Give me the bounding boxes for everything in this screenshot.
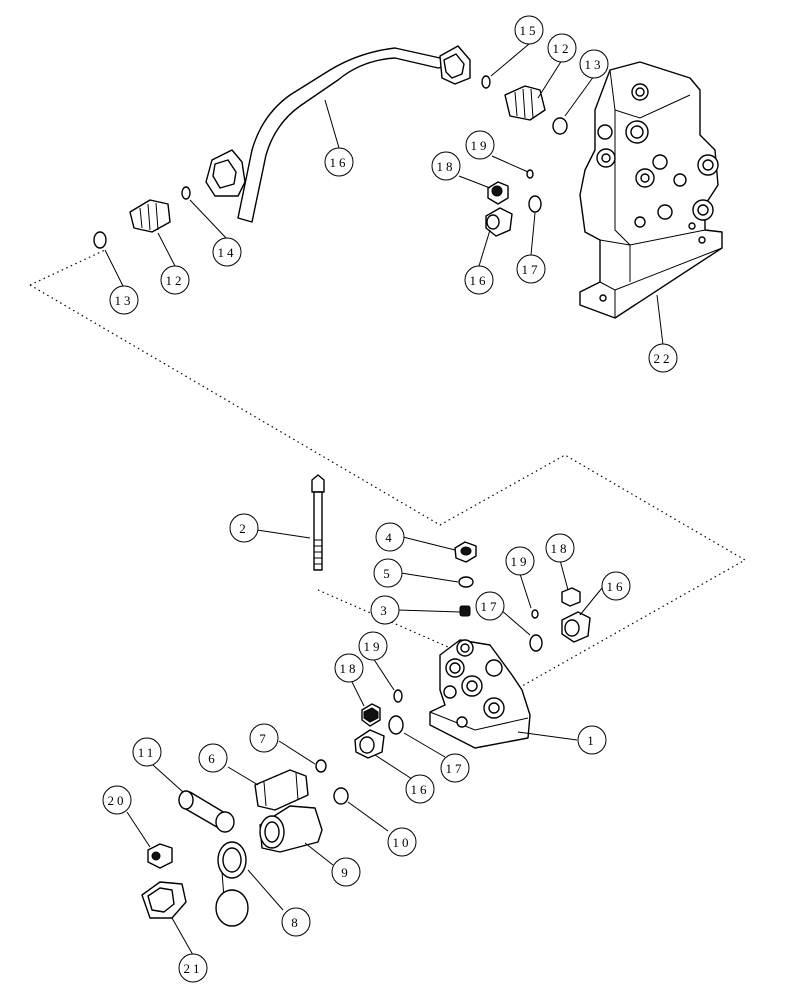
callout-3: 3 xyxy=(370,595,400,625)
svg-text:17: 17 xyxy=(522,262,541,277)
callout-17: 17 xyxy=(475,591,505,621)
callout-19: 19 xyxy=(465,130,495,160)
svg-text:15: 15 xyxy=(520,23,539,38)
svg-text:16: 16 xyxy=(411,782,430,797)
svg-text:18: 18 xyxy=(340,661,359,676)
svg-text:17: 17 xyxy=(446,761,465,776)
oring-10 xyxy=(333,787,349,805)
svg-text:8: 8 xyxy=(291,915,301,930)
plug-18-mid xyxy=(561,587,581,607)
oring-7 xyxy=(315,759,327,773)
bolt-part xyxy=(311,474,325,571)
svg-text:9: 9 xyxy=(341,865,351,880)
callout-12: 12 xyxy=(160,265,190,295)
svg-text:19: 19 xyxy=(364,639,383,654)
callout-18: 18 xyxy=(334,653,364,683)
svg-text:11: 11 xyxy=(138,745,157,760)
callout-13: 13 xyxy=(579,49,609,79)
assembly-guide-lines xyxy=(29,249,747,691)
svg-text:3: 3 xyxy=(380,603,390,618)
oring-13-right xyxy=(552,117,568,135)
svg-text:5: 5 xyxy=(383,566,393,581)
svg-text:7: 7 xyxy=(259,731,269,746)
oring-14-left xyxy=(181,186,191,200)
callout-10: 10 xyxy=(387,827,417,857)
svg-text:4: 4 xyxy=(385,530,395,545)
oring-14-right xyxy=(481,75,491,89)
callout-21: 21 xyxy=(178,953,208,983)
oring-17-low xyxy=(388,715,404,735)
fitting-6 xyxy=(254,769,309,811)
svg-text:13: 13 xyxy=(115,293,134,308)
callout-2: 2 xyxy=(229,513,259,543)
svg-text:16: 16 xyxy=(607,579,626,594)
svg-text:19: 19 xyxy=(511,554,530,569)
svg-text:13: 13 xyxy=(585,57,604,72)
svg-text:12: 12 xyxy=(166,273,185,288)
svg-text:17: 17 xyxy=(481,599,500,614)
callout-15: 16 xyxy=(324,147,354,177)
svg-text:1: 1 xyxy=(587,733,597,748)
tube-assembly-part xyxy=(205,45,471,223)
callouts: 15 12 13 16 19 18 14 12 13 17 16 22 2 4 … xyxy=(102,15,678,983)
callout-14: 14 xyxy=(212,237,242,267)
callout-12: 12 xyxy=(547,33,577,63)
callout-4: 4 xyxy=(375,522,405,552)
svg-text:2: 2 xyxy=(239,521,249,536)
callout-11: 11 xyxy=(132,737,162,767)
upper-fittings xyxy=(93,75,568,249)
callout-16: 16 xyxy=(405,774,435,804)
svg-text:16: 16 xyxy=(470,273,489,288)
svg-text:16: 16 xyxy=(330,155,349,170)
insert-3 xyxy=(459,605,471,617)
callout-17: 17 xyxy=(516,254,546,284)
valve-section-part xyxy=(579,61,723,319)
callout-22: 22 xyxy=(648,343,678,373)
callout-1: 1 xyxy=(577,725,607,755)
callout-19: 19 xyxy=(358,631,388,661)
leader-lines xyxy=(104,43,664,956)
callout-18: 18 xyxy=(545,533,575,563)
callout-16: 16 xyxy=(464,265,494,295)
callout-16: 16 xyxy=(601,571,631,601)
callout-5: 5 xyxy=(373,558,403,588)
mounting-body-part xyxy=(429,639,531,749)
oring-5 xyxy=(458,576,474,588)
svg-text:10: 10 xyxy=(393,835,412,850)
callout-18: 18 xyxy=(431,151,461,181)
callout-17: 17 xyxy=(440,753,470,783)
lower-fittings xyxy=(141,541,591,927)
oring-13-left xyxy=(93,231,107,249)
oring-17-upper xyxy=(528,195,542,213)
callout-13: 13 xyxy=(109,285,139,315)
callout-9: 9 xyxy=(331,857,361,887)
callout-8: 8 xyxy=(281,907,311,937)
svg-text:18: 18 xyxy=(551,541,570,556)
svg-text:22: 22 xyxy=(654,351,673,366)
callout-19: 19 xyxy=(505,546,535,576)
callout-14: 15 xyxy=(514,15,544,45)
callout-6: 6 xyxy=(198,743,228,773)
svg-text:19: 19 xyxy=(471,138,490,153)
oring-19-mid xyxy=(531,609,539,619)
svg-text:21: 21 xyxy=(184,961,203,976)
callout-7: 7 xyxy=(249,723,279,753)
svg-text:6: 6 xyxy=(208,751,218,766)
oring-19-low xyxy=(393,689,403,703)
svg-text:18: 18 xyxy=(437,159,456,174)
oring-19-upper xyxy=(526,169,534,179)
oring-17-mid xyxy=(529,634,543,652)
svg-text:14: 14 xyxy=(218,245,237,260)
callout-20: 20 xyxy=(102,785,132,815)
svg-text:20: 20 xyxy=(108,793,127,808)
svg-text:12: 12 xyxy=(553,41,572,56)
